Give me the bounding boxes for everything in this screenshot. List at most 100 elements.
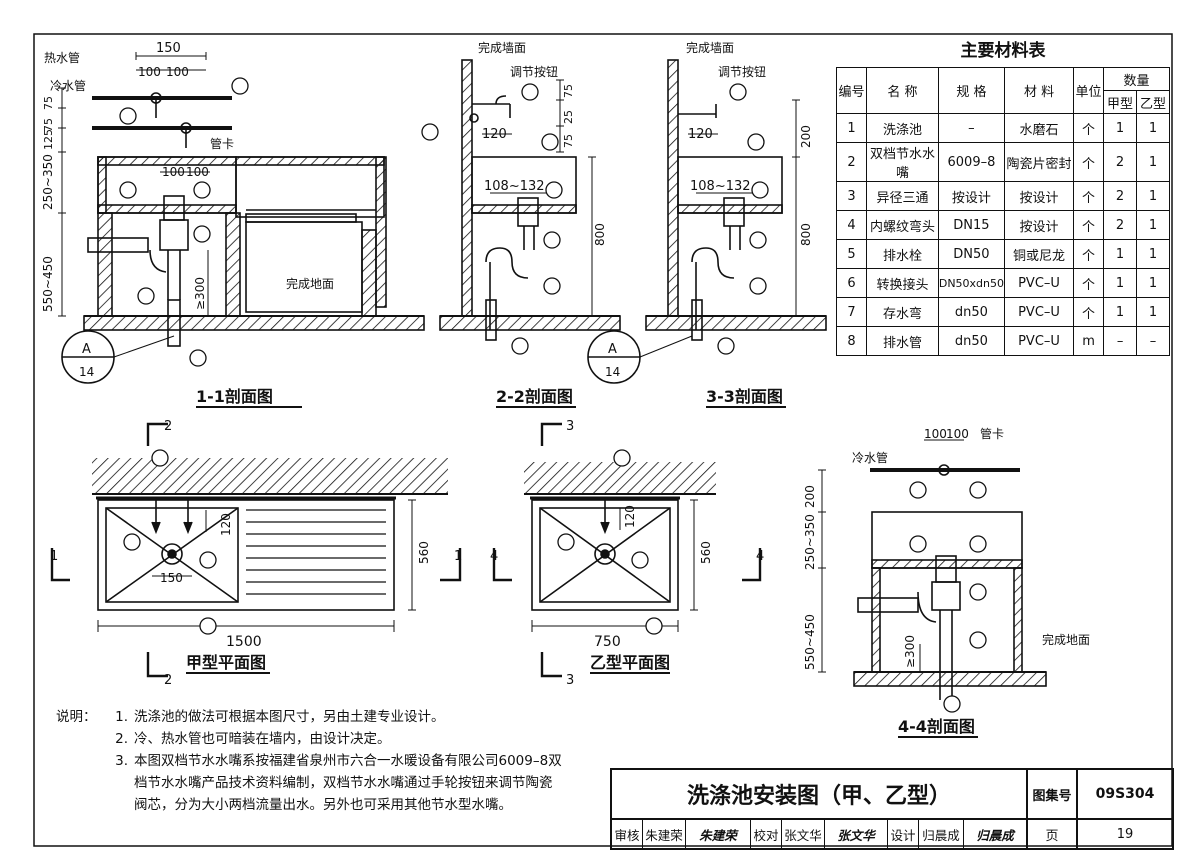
dim-1500: 1500 [226, 634, 262, 650]
cell-material: PVC–U [1004, 268, 1074, 298]
cell-unit: 个 [1072, 113, 1105, 143]
cut-2-bottom: 2 [164, 673, 172, 688]
cell-unit: 个 [1072, 142, 1105, 182]
note-1-num: 1. [115, 709, 128, 725]
cell-spec: DN50 [937, 239, 1006, 269]
cell-unit: 个 [1072, 268, 1105, 298]
col-unit: 单位 [1072, 67, 1105, 114]
cut-4-right: 4 [756, 549, 764, 564]
dim-100-a: 100 [138, 65, 161, 79]
dim-250-350-a: 250~350 [41, 154, 55, 210]
cell-unit: 个 [1072, 210, 1105, 240]
name-check: 张文华 [782, 820, 825, 848]
dim-100-c: 100 [162, 165, 185, 179]
cut-3-bottom: 3 [566, 673, 574, 688]
dim-150-top: 150 [156, 41, 181, 56]
col-material: 材 料 [1004, 67, 1074, 114]
atlas-no: 09S304 [1078, 770, 1172, 820]
cell-no: 3 [835, 181, 868, 211]
dim-100-b: 100 [166, 65, 189, 79]
cell-b: 1 [1136, 113, 1170, 143]
section-2-2 [439, 59, 621, 341]
detail-ref-A-1: A [82, 342, 91, 357]
dim-100-d: 100 [186, 165, 209, 179]
cell-unit: 个 [1072, 181, 1105, 211]
cell-material: 按设计 [1004, 181, 1074, 211]
role-design: 设计 [888, 820, 919, 848]
label-adjust-knob-2: 调节按钮 [510, 64, 558, 79]
label-finished-wall-3: 完成墙面 [686, 40, 734, 55]
cell-material: 水磨石 [1004, 113, 1074, 143]
plan-type-a [50, 422, 462, 678]
dim-75-2b: 75 [562, 134, 575, 148]
cell-no: 2 [835, 142, 868, 182]
dim-125: 125 [42, 129, 55, 150]
section-3-3 [587, 59, 827, 384]
label-cold-pipe: 冷水管 [50, 78, 86, 93]
note-2-text: 冷、热水管也可暗装在墙内，由设计决定。 [134, 731, 391, 747]
dim-120-plan-a: 120 [219, 513, 233, 536]
page-label: 页 [1028, 820, 1078, 848]
role-check: 校对 [751, 820, 782, 848]
notes: 说明： 1. 洗涤池的做法可根据本图尺寸，另由土建专业设计。 2. 冷、热水管也… [56, 706, 616, 816]
cell-spec: dn50 [937, 297, 1006, 327]
label-adjust-knob-3: 调节按钮 [718, 64, 766, 79]
col-spec: 规 格 [937, 67, 1006, 114]
note-1-text: 洗涤池的做法可根据本图尺寸，另由土建专业设计。 [134, 709, 445, 725]
cell-a: 1 [1103, 113, 1138, 143]
label-finished-wall-2: 完成墙面 [478, 40, 526, 55]
col-qty-a: 甲型 [1103, 90, 1138, 114]
detail-ref-A-3: A [608, 342, 617, 357]
dim-560-b: 560 [699, 541, 713, 564]
detail-ref-14-3: 14 [605, 365, 620, 379]
dim-120-plan-b: 120 [623, 505, 637, 528]
label-cold-pipe-4: 冷水管 [852, 450, 888, 465]
dim-200-3: 200 [799, 125, 813, 148]
caption-4-4: 4-4剖面图 [898, 717, 975, 736]
cell-a: 2 [1103, 210, 1138, 240]
signature-check: 张文华 [825, 820, 888, 848]
dim-560-a: 560 [417, 541, 431, 564]
note-3-num: 3. [115, 753, 128, 769]
cell-a: 1 [1103, 268, 1138, 298]
cell-a: 1 [1103, 239, 1138, 269]
cell-name: 排水管 [866, 326, 939, 356]
cell-b: 1 [1136, 210, 1170, 240]
dim-300-4: ≥300 [903, 635, 917, 668]
dim-100-44b: 100 [946, 427, 969, 441]
floor-slab [83, 315, 425, 331]
label-pipe-clamp-4: 管卡 [980, 426, 1004, 441]
cell-name: 内螺纹弯头 [866, 210, 939, 240]
cell-no: 8 [835, 326, 868, 356]
cell-b: 1 [1136, 142, 1170, 182]
caption-plan-a: 甲型平面图 [186, 653, 266, 672]
cell-spec: 6009–8 [937, 142, 1006, 182]
dim-108-132-2: 108~132 [484, 179, 545, 194]
dim-100-44a: 100 [924, 427, 947, 441]
cut-4-left: 4 [490, 549, 498, 564]
cut-3-top: 3 [566, 419, 574, 434]
cell-no: 5 [835, 239, 868, 269]
cell-a: – [1103, 326, 1138, 356]
section-4-4 [818, 439, 1047, 700]
name-design: 归晨成 [919, 820, 964, 848]
callouts [119, 77, 987, 713]
cell-spec: DN15 [937, 210, 1006, 240]
cell-name: 洗涤池 [866, 113, 939, 143]
cell-a: 2 [1103, 142, 1138, 182]
cell-material: 按设计 [1004, 210, 1074, 240]
notes-lead: 说明： [56, 709, 97, 725]
cell-material: 铜或尼龙 [1004, 239, 1074, 269]
cell-material: 陶瓷片密封 [1004, 142, 1074, 182]
note-3-text: 本图双档节水水嘴系按福建省泉州市六合一水暖设备有限公司6009–8双档节水水嘴产… [134, 753, 562, 813]
cell-name: 双档节水水嘴 [866, 142, 939, 182]
dim-750: 750 [594, 634, 621, 650]
cut-1-right: 1 [454, 549, 462, 564]
